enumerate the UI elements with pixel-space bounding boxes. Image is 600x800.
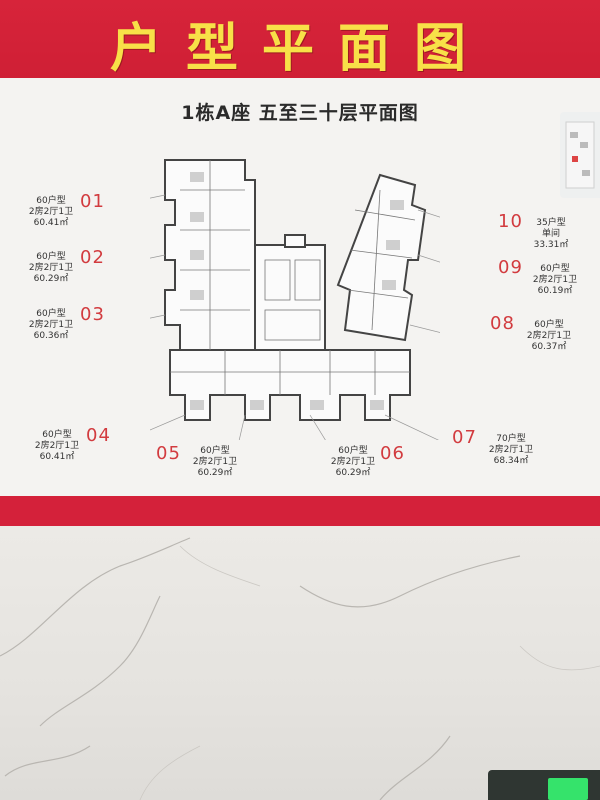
top-banner: 户型平面图 bbox=[0, 0, 600, 79]
banner-title: 户型平面图 bbox=[109, 18, 490, 79]
marble-veins bbox=[0, 537, 600, 800]
bottom-red-band bbox=[0, 496, 600, 526]
location-legend-icon bbox=[560, 112, 600, 198]
floor-plan-drawing bbox=[150, 159, 440, 440]
marble-wall bbox=[0, 526, 600, 800]
exit-sign-green-icon bbox=[548, 778, 588, 800]
board-title: 1栋A座 五至三十层平面图 bbox=[181, 102, 419, 124]
